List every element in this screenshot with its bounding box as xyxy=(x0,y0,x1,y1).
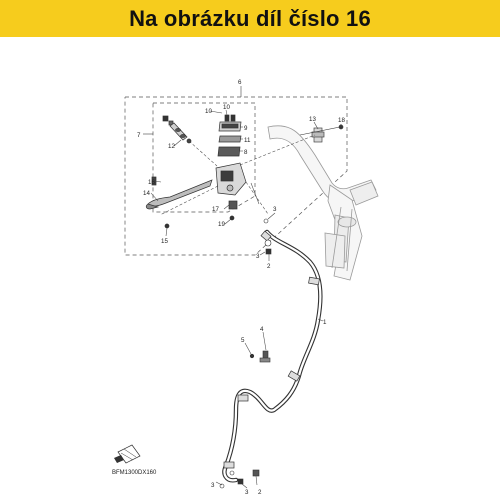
front-arrow-icon xyxy=(114,444,141,464)
hose-fasteners xyxy=(219,218,272,489)
callout-6: 6 xyxy=(238,79,242,86)
callout-9: 9 xyxy=(244,125,248,132)
callout-11: 11 xyxy=(244,137,251,144)
brake-hose xyxy=(222,229,323,483)
callout-4: 4 xyxy=(260,326,264,333)
callout-17: 17 xyxy=(212,206,219,213)
callout-2-mid: 2 xyxy=(267,263,271,270)
leader-13 xyxy=(313,121,319,130)
callout-3-top: 3 xyxy=(273,206,277,213)
callout-14: 14 xyxy=(143,190,150,197)
parts-diagram: 6 7 10 10 9 11 8 12 13 18 16 14 15 17 19… xyxy=(112,79,379,496)
callout-13: 13 xyxy=(309,116,316,123)
part-13-clamp xyxy=(299,124,344,143)
callout-10-upper: 10 xyxy=(223,104,230,111)
title-banner: Na obrázku díl číslo 16 xyxy=(0,0,500,37)
leader-lines xyxy=(150,109,316,237)
callout-16: 16 xyxy=(148,179,155,186)
callout-19: 19 xyxy=(218,221,225,228)
callout-2-bottom: 2 xyxy=(258,489,262,496)
callout-7: 7 xyxy=(137,132,141,139)
banner-title: Na obrázku díl číslo 16 xyxy=(129,5,371,31)
handlebar-illustration xyxy=(267,125,379,281)
callout-8: 8 xyxy=(244,149,248,156)
callout-10-lower: 10 xyxy=(205,108,212,115)
callout-3-bottom-mid: 3 xyxy=(245,489,249,496)
callout-15: 15 xyxy=(161,238,168,245)
assembly-outline-7 xyxy=(152,102,256,213)
callout-5: 5 xyxy=(241,337,245,344)
callout-3-mid: 3 xyxy=(256,253,260,260)
callout-3-bottom-left: 3 xyxy=(211,482,215,489)
callout-18: 18 xyxy=(338,117,345,124)
assembly-outline-6 xyxy=(124,96,348,256)
diagram-code: BFM1300DX160 xyxy=(112,470,157,476)
master-cylinder-parts xyxy=(145,114,247,229)
hose-leaders xyxy=(215,212,324,489)
callout-12: 12 xyxy=(168,143,175,150)
callout-1: 1 xyxy=(323,319,327,326)
